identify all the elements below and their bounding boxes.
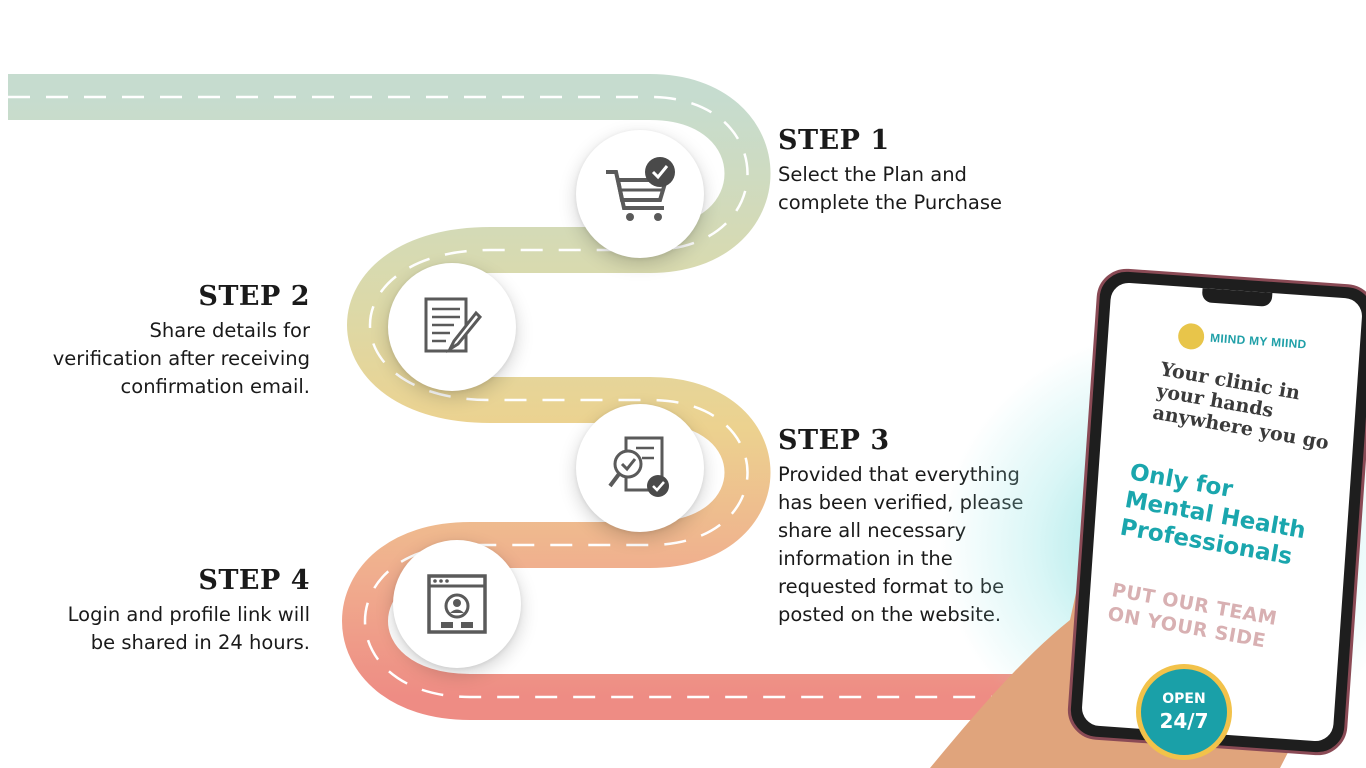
step-3-title: STEP 3 xyxy=(778,425,890,456)
phone-screen: MIIND MY MIIND Your clinic in your hands… xyxy=(1080,281,1364,743)
step-4: STEP 4 Login and profile link will be sh… xyxy=(68,565,310,657)
document-search-check-icon xyxy=(608,436,669,497)
step3-icon-disc xyxy=(576,404,704,532)
step-1-line-1: Select the Plan and xyxy=(778,163,967,186)
step1-icon-disc xyxy=(576,130,704,258)
badge-line-2: 24/7 xyxy=(1159,709,1209,733)
step-2: STEP 2 Share details for verification af… xyxy=(53,281,310,401)
brand-name: MIIND MY MIIND xyxy=(1209,330,1308,352)
cta-text: PUT OUR TEAM ON YOUR SIDE xyxy=(1106,578,1311,660)
step-3-line-6: posted on the website. xyxy=(778,603,1002,626)
step-2-line-1: Share details for xyxy=(149,319,310,342)
badge-line-1: OPEN xyxy=(1162,691,1206,707)
highlight-text: Only for Mental Health Professionals xyxy=(1118,458,1349,579)
step2-icon-disc xyxy=(388,263,516,391)
step4-icon-disc xyxy=(393,540,521,668)
brand: MIIND MY MIIND xyxy=(1177,322,1308,358)
step-4-line-2: be shared in 24 hours. xyxy=(90,631,310,654)
document-edit-icon xyxy=(424,297,483,354)
step-1-description: Select the Plan and complete the Purchas… xyxy=(778,161,1002,217)
open-24-7-badge: OPEN 24/7 xyxy=(1136,664,1232,760)
step-2-title: STEP 2 xyxy=(198,281,310,312)
tagline: Your clinic in your hands anywhere you g… xyxy=(1151,358,1340,454)
step-4-line-1: Login and profile link will xyxy=(67,603,310,626)
browser-profile-icon xyxy=(427,574,487,634)
brand-logo-icon xyxy=(1177,322,1206,351)
step-1: STEP 1 Select the Plan and complete the … xyxy=(778,125,1002,217)
step-2-line-3: confirmation email. xyxy=(120,375,310,398)
step-2-description: Share details for verification after rec… xyxy=(53,317,310,401)
step-3-line-4: information in the xyxy=(778,547,953,570)
step-4-title: STEP 4 xyxy=(198,565,310,596)
step-3-line-3: share all necessary xyxy=(778,519,967,542)
step-1-title: STEP 1 xyxy=(778,125,890,156)
step-2-line-2: verification after receiving xyxy=(52,347,310,370)
shopping-cart-check-icon xyxy=(606,157,675,221)
step-1-line-2: complete the Purchase xyxy=(778,191,1003,214)
road-dashes xyxy=(8,95,1030,699)
step-4-description: Login and profile link will be shared in… xyxy=(68,601,310,657)
